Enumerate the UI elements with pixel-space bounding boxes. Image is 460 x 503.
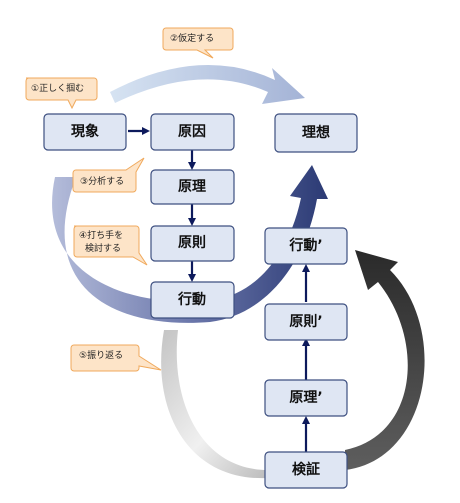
box-verification: 検証 [264,451,348,489]
callout-reflect: ⑤振り返る [70,344,162,372]
callout-analyze: ③分析する [72,157,145,193]
box-rule-prime-label: 原則’ [289,314,322,330]
box-principle-prime-label: 原理’ [289,390,322,406]
box-action: 行動 [150,281,235,319]
callout-consider-measures: ④打ち手を 検討する [73,225,148,266]
callout-consider-measures-line2: 検討する [85,242,121,254]
box-cause-label: 原因 [178,124,206,140]
box-action-prime: 行動’ [264,227,348,265]
callout-hypothesize: ②仮定する [162,27,234,59]
callout-grasp-text: ①正しく掴む [31,82,84,94]
box-principle-label: 原理 [178,179,206,195]
reflection-arc [161,330,296,488]
box-phenomenon: 現象 [43,113,127,151]
hypothesis-arc [110,65,305,104]
callout-grasp: ①正しく掴む [25,77,98,110]
box-rule-label: 原則 [178,235,206,251]
callout-analyze-text: ③分析する [80,175,124,187]
box-ideal-label: 理想 [302,124,330,141]
callout-reflect-text: ⑤振り返る [79,349,123,361]
box-cause: 原因 [150,113,235,151]
callout-consider-measures-line1: ④打ち手を [79,229,123,241]
box-principle: 原理 [150,169,235,205]
flow-connectors [128,127,310,452]
box-ideal: 理想 [274,113,358,153]
box-principle-prime: 原理’ [264,379,348,417]
callout-hypothesize-text: ②仮定する [170,32,214,44]
action-arc [52,165,328,323]
box-rule: 原則 [150,225,235,262]
box-phenomenon-label: 現象 [71,123,99,140]
box-action-label: 行動 [177,291,206,308]
verification-arc [345,250,425,470]
box-verification-label: 検証 [292,461,320,478]
box-rule-prime: 原則’ [264,303,348,341]
box-action-prime-label: 行動’ [288,237,322,254]
